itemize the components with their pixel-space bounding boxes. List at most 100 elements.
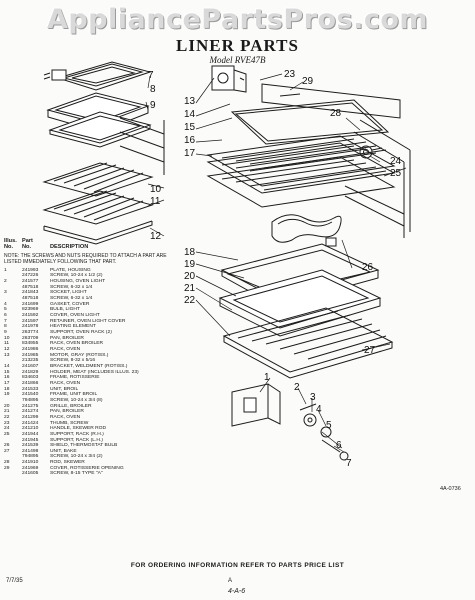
broiler-grille-part <box>48 111 152 148</box>
page-title: LINER PARTS <box>176 36 299 55</box>
legend-description: PLATE, HOUSING <box>50 267 91 273</box>
figure-code: 4A-0736 <box>440 486 461 492</box>
rotisserie-frame-part <box>344 119 411 238</box>
legend-illus-no: 27 <box>4 448 10 454</box>
legend-description: SCREW, 6-32 x 1/4 <box>50 284 93 290</box>
legend-description: SUPPORT, OVEN RACK (2) <box>50 330 112 336</box>
callout-5: 5 <box>326 420 332 431</box>
rack-support-lines <box>119 117 165 175</box>
callout-26: 26 <box>362 262 374 273</box>
bake-element-part <box>271 214 342 247</box>
legend-part-no: 241275 <box>22 403 39 409</box>
legend-part-no: 794895 <box>22 397 39 403</box>
callout-leaders <box>145 73 407 461</box>
legend-illus-no: 7 <box>4 318 7 324</box>
legend-illus-no: 28 <box>4 460 10 466</box>
legend-description: SUPPORT, RACK (L.H.) <box>50 437 103 443</box>
legend-part-no: 241577 <box>22 279 39 285</box>
legend-header-description: DESCRIPTION <box>50 244 89 251</box>
legend-header-no2: No. <box>22 244 32 251</box>
legend-part-no: 487518 <box>22 296 39 302</box>
oven-rack-upper-part <box>206 135 396 208</box>
legend-part-no: 241540 <box>22 392 39 398</box>
callout-numbers: 7 8 9 10 11 12 13 14 15 16 17 23 29 28 2… <box>148 69 402 469</box>
legend-part-no: 794895 <box>22 454 39 460</box>
legend-description: COVER, OVEN LIGHT <box>50 313 100 319</box>
legend-description: FRAME, UNIT BROIL <box>50 392 98 398</box>
legend-illus-no: 15 <box>4 369 10 375</box>
callout-21: 21 <box>184 283 196 294</box>
legend-part-no: 823969 <box>22 307 39 313</box>
legend-illus-no: 5 <box>4 307 7 313</box>
legend-description: HOLDER, MEAT (INCLUDES ILLUS. 23) <box>50 369 139 375</box>
legend-part-no: 241274 <box>22 409 39 415</box>
legend-description: RACK, OVEN <box>50 380 81 386</box>
legend-description: UNIT, BAKE <box>50 448 77 454</box>
legend-illus-no: 21 <box>4 409 10 415</box>
legend-part-no: 241843 <box>22 290 39 296</box>
callout-28: 28 <box>330 108 342 119</box>
legend-description: SHIELD, THERMOSTAT BULB <box>50 443 118 449</box>
legend-part-no: 241299 <box>22 414 39 420</box>
legend-description: RETAINER, OVEN LIGHT COVER <box>50 318 126 324</box>
legend-illus-no: 16 <box>4 375 10 381</box>
oven-liner-top-part <box>230 83 401 145</box>
legend-illus-no: 13 <box>4 352 10 358</box>
legend-description: MOTOR, GRAY (ROTISS.) <box>50 352 109 358</box>
legend-part-no: 241592 <box>22 313 39 319</box>
callout-27: 27 <box>364 345 376 356</box>
legend-header-2: No. No. DESCRIPTION <box>4 244 174 250</box>
legend-description: GASKET, COVER <box>50 301 90 307</box>
legend-part-no: 241539 <box>22 443 39 449</box>
legend-illus-no: 11 <box>4 341 10 347</box>
rack-12-part <box>43 220 153 245</box>
legend-description: SCREW, 10-24 x 1/2 (2) <box>50 273 103 279</box>
legend-part-no: 241910 <box>22 460 39 466</box>
callout-12: 12 <box>150 231 162 242</box>
parts-legend: Illus. Part No. No. DESCRIPTION NOTE: TH… <box>4 238 174 477</box>
legend-illus-no <box>4 471 22 477</box>
legend-part-no: 241533 <box>22 386 39 392</box>
legend-description: SCREW, 8-15 TYPE "A" <box>50 471 103 477</box>
legend-part-no: 834955 <box>22 341 39 347</box>
callout-16: 16 <box>184 135 196 146</box>
broil-pan-lower-part <box>218 269 382 337</box>
legend-row: 26 241539 SHIELD, THERMOSTAT BULB <box>4 443 174 449</box>
legend-part-no: 834603 <box>22 375 39 381</box>
callout-4: 4 <box>316 404 322 415</box>
legend-illus-no: 22 <box>4 414 10 420</box>
callout-23: 23 <box>284 69 296 80</box>
legend-illus-no: 26 <box>4 443 10 449</box>
model-label: Model RVE47B <box>209 55 266 65</box>
legend-part-no: 241597 <box>22 318 39 324</box>
legend-row: 11 834955 RACK, OVEN BROILER <box>4 341 174 347</box>
legend-description: UNIT, BROIL <box>50 386 79 392</box>
callout-29: 29 <box>302 76 314 87</box>
callout-13: 13 <box>184 96 196 107</box>
callout-19: 19 <box>184 259 196 270</box>
legend-part-no: 487518 <box>22 284 39 290</box>
legend-part-no: 241986 <box>22 347 39 352</box>
legend-description: RACK, OVEN BROILER <box>50 341 103 347</box>
callout-25: 25 <box>390 168 402 179</box>
callout-24: 24 <box>390 156 402 167</box>
legend-illus-no: 29 <box>4 465 10 471</box>
